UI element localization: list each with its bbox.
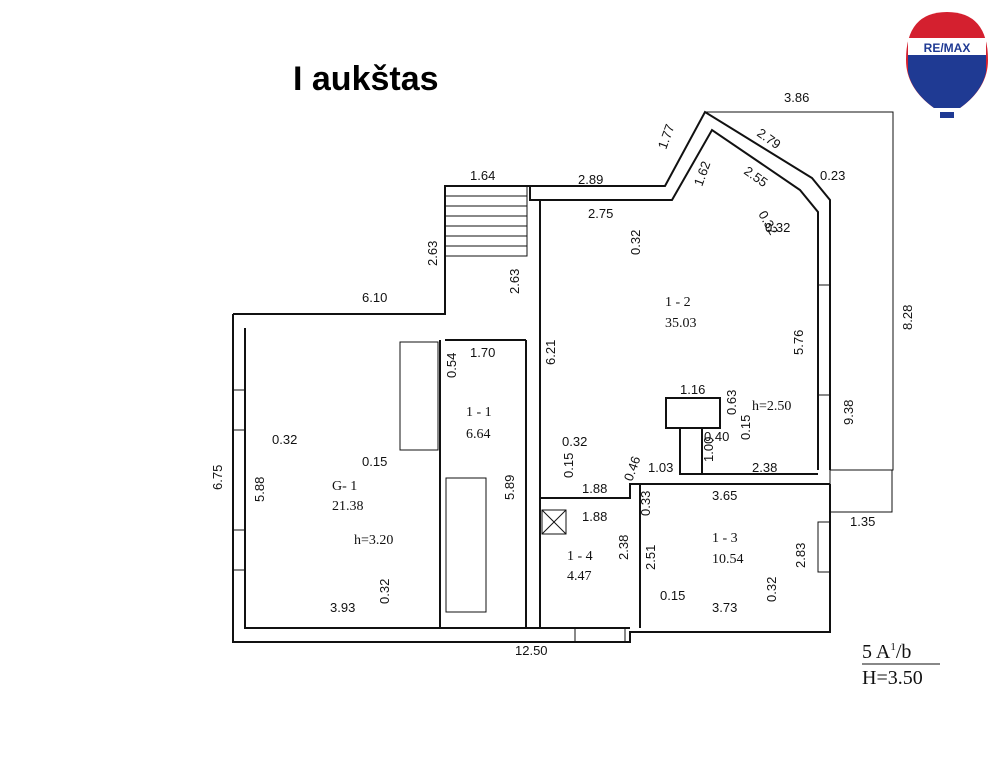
dim-21: 1.16 <box>680 382 705 397</box>
room-1-2-area: 35.03 <box>665 316 697 331</box>
dim-38: 0.33 <box>638 491 653 516</box>
room-1-4-area: 4.47 <box>567 569 592 584</box>
floor-legend: 5 A1/b H=3.50 <box>862 641 940 689</box>
room-g1-id: G- 1 <box>332 479 357 494</box>
dim-47: 3.93 <box>330 600 355 615</box>
room-1-4-id: 1 - 4 <box>567 549 593 564</box>
dim-17: 1.70 <box>470 345 495 360</box>
room-1-3-id: 1 - 3 <box>712 531 738 546</box>
legend-sup: 1 <box>890 641 896 653</box>
room-g1-height: h=3.20 <box>354 533 393 548</box>
floor-title: I aukštas <box>293 60 439 98</box>
dim-19: 6.21 <box>543 340 558 365</box>
dim-16: 8.28 <box>900 305 915 330</box>
dim-46: 0.32 <box>764 577 779 602</box>
dim-48: 0.15 <box>660 588 685 603</box>
dim-40: 1.88 <box>582 509 607 524</box>
walls <box>232 110 894 643</box>
dim-28: 1.00 <box>701 437 716 462</box>
room-1-3-area: 10.54 <box>712 552 744 567</box>
room-1-2-height: h=2.50 <box>752 399 791 414</box>
dim-30: 0.15 <box>362 454 387 469</box>
dim-34: 2.38 <box>752 460 777 475</box>
dim-50: 12.50 <box>515 643 548 658</box>
dim-33: 1.03 <box>648 460 673 475</box>
dim-32: 0.46 <box>621 454 644 483</box>
dim-4: 1.64 <box>470 168 495 183</box>
dim-41: 1.35 <box>850 514 875 529</box>
dim-35: 5.88 <box>252 477 267 502</box>
dim-15: 6.10 <box>362 290 387 305</box>
dim-23: 6.75 <box>210 465 225 490</box>
dim-37: 1.88 <box>582 481 607 496</box>
dim-22: 0.63 <box>724 390 739 415</box>
dim-20: 5.76 <box>791 330 806 355</box>
dim-31: 0.15 <box>561 453 576 478</box>
dim-49: 3.73 <box>712 600 737 615</box>
dim-3: 2.79 <box>754 125 783 152</box>
room-labels: G- 1 21.38 h=3.20 1 - 1 6.64 1 - 2 35.03… <box>332 295 791 584</box>
dim-36: 5.89 <box>502 475 517 500</box>
svg-text:5 A1/b: 5 A1/b <box>862 641 911 663</box>
dim-8: 0.23 <box>820 168 845 183</box>
dim-29: 9.38 <box>841 400 856 425</box>
legend-line1: 5 A <box>862 641 891 663</box>
dim-24: 0.32 <box>272 432 297 447</box>
room-g1-area: 21.38 <box>332 499 364 514</box>
dim-14: 2.63 <box>507 269 522 294</box>
dim-2: 1.77 <box>655 122 678 151</box>
dim-39: 3.65 <box>712 488 737 503</box>
legend-suffix: /b <box>896 641 912 663</box>
room-1-1-id: 1 - 1 <box>466 405 492 420</box>
dim-25: 0.32 <box>562 434 587 449</box>
dim-13: 2.63 <box>425 241 440 266</box>
dim-44: 2.83 <box>793 543 808 568</box>
room-1-2-id: 1 - 2 <box>665 295 691 310</box>
dim-18: 0.54 <box>444 353 459 378</box>
dim-45: 0.32 <box>377 579 392 604</box>
dim-27: 0.15 <box>738 415 753 440</box>
remax-logo: RE/MAX <box>906 12 988 118</box>
dim-26: 0.40 <box>704 429 729 444</box>
dim-12: 0.32 <box>765 220 790 235</box>
dim-9: 2.75 <box>588 206 613 221</box>
dim-43: 2.51 <box>643 545 658 570</box>
dim-5: 2.89 <box>578 172 603 187</box>
room-1-1-area: 6.64 <box>466 427 491 442</box>
svg-text:RE/MAX: RE/MAX <box>924 41 971 55</box>
dim-1: 3.86 <box>784 90 809 105</box>
dim-10: 0.32 <box>628 230 643 255</box>
legend-line2: H=3.50 <box>862 667 923 689</box>
dim-42: 2.38 <box>616 535 631 560</box>
dim-6: 1.62 <box>691 159 714 188</box>
